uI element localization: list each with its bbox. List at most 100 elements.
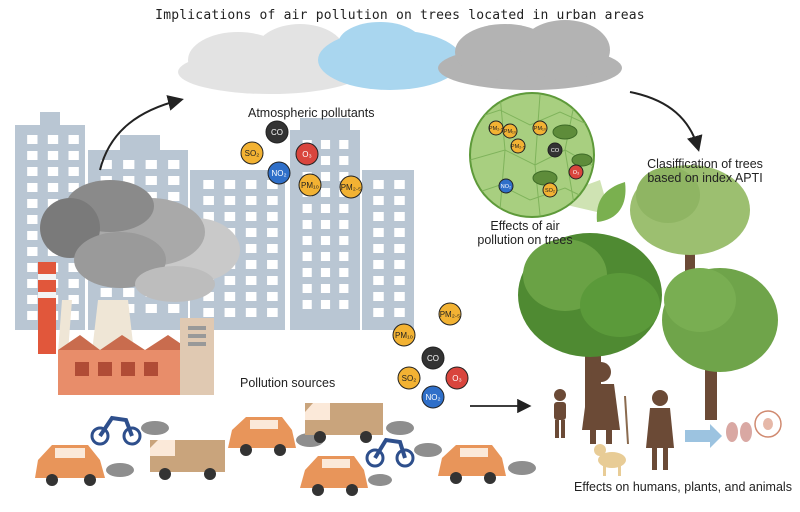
window xyxy=(267,276,278,285)
window xyxy=(339,284,349,293)
window xyxy=(245,228,257,237)
window xyxy=(27,135,38,144)
window xyxy=(68,183,79,192)
label-classification-line1: Clasiffication of trees xyxy=(647,157,763,171)
window xyxy=(339,300,349,309)
window xyxy=(47,151,59,160)
window xyxy=(302,300,312,309)
cloud-blue xyxy=(318,22,462,90)
pollutant-bubble xyxy=(542,182,558,198)
window xyxy=(68,167,79,176)
label-effects-on-trees-line2: pollution on trees xyxy=(477,233,573,247)
window xyxy=(145,176,157,185)
window xyxy=(145,304,157,313)
window xyxy=(27,279,38,288)
arrow-to-atmosphere xyxy=(99,95,184,171)
window xyxy=(245,244,257,253)
pollutant-bubble xyxy=(568,164,584,180)
window xyxy=(267,260,278,269)
window xyxy=(245,196,257,205)
pollutant-label: O₃ xyxy=(302,150,311,159)
window xyxy=(168,192,180,201)
window xyxy=(47,183,59,192)
window xyxy=(203,308,214,317)
window xyxy=(320,236,331,245)
window xyxy=(339,140,349,149)
window xyxy=(373,196,384,205)
window xyxy=(203,196,214,205)
window xyxy=(68,311,79,320)
window xyxy=(373,212,384,221)
pollutant-label: CO xyxy=(427,354,439,363)
pollutant-bubble xyxy=(298,173,322,197)
pollutant-label: NO₂ xyxy=(501,184,511,190)
window xyxy=(245,260,257,269)
pollutant-label: CO xyxy=(551,148,560,154)
pollutant-label: PM₂.₅ xyxy=(341,183,362,192)
window xyxy=(168,160,180,169)
window xyxy=(27,183,38,192)
pollutant-bubble xyxy=(421,346,445,370)
window xyxy=(245,308,257,317)
window xyxy=(394,308,405,317)
pollutant-bubble xyxy=(421,385,445,409)
window xyxy=(267,212,278,221)
label-atmospheric-pollutants: Atmospheric pollutants xyxy=(248,106,375,120)
pollutant-label: PM₂.₅ xyxy=(440,310,461,319)
pollutant-bubble xyxy=(498,178,514,194)
window xyxy=(267,292,278,301)
pollutant-label: PM₁₀ xyxy=(504,129,516,135)
window xyxy=(145,192,157,201)
diagram-title: Implications of air pollution on trees l… xyxy=(155,8,645,23)
window xyxy=(320,204,331,213)
pollutant-label: PM₁₀ xyxy=(301,181,319,190)
window xyxy=(68,279,79,288)
window xyxy=(203,212,214,221)
window xyxy=(224,292,236,301)
window xyxy=(320,156,331,165)
pollutant-bubble xyxy=(547,142,563,158)
window xyxy=(373,180,384,189)
window xyxy=(68,295,79,304)
window xyxy=(100,288,112,297)
vehicles xyxy=(35,403,536,496)
pollutant-label: PM₁₀ xyxy=(534,126,546,132)
window xyxy=(394,244,405,253)
window xyxy=(302,236,312,245)
window xyxy=(267,244,278,253)
window xyxy=(394,180,405,189)
pollutant-bubble xyxy=(532,120,548,136)
pollutant-bubble xyxy=(295,142,319,166)
window xyxy=(224,308,236,317)
label-pollution-sources: Pollution sources xyxy=(240,376,336,390)
window xyxy=(27,295,38,304)
window xyxy=(302,252,312,261)
pollutant-label: SO₂ xyxy=(402,374,417,383)
window xyxy=(203,180,214,189)
window xyxy=(320,252,331,261)
pollutant-label: NO₂ xyxy=(425,393,440,402)
window xyxy=(27,263,38,272)
leaf-magnified-view xyxy=(469,92,626,222)
window xyxy=(267,228,278,237)
pollutant-bubble xyxy=(397,366,421,390)
window xyxy=(68,263,79,272)
pollutant-label: O₃ xyxy=(573,170,580,176)
window xyxy=(224,196,236,205)
pollutant-bubble xyxy=(510,138,526,154)
pollutant-label: PM₁₀ xyxy=(395,331,413,340)
window xyxy=(27,231,38,240)
cloud-dark xyxy=(438,20,622,90)
pollutant-bubble xyxy=(445,366,469,390)
pollutant-bubble xyxy=(488,120,504,136)
window xyxy=(168,304,180,313)
window xyxy=(373,292,384,301)
window xyxy=(339,236,349,245)
window xyxy=(245,180,257,189)
trees xyxy=(518,165,778,420)
window xyxy=(302,268,312,277)
